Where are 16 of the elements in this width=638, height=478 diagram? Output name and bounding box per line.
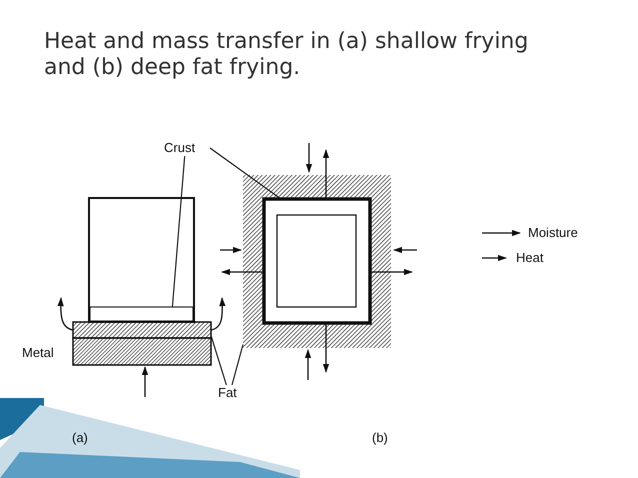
- crust-ring: [262, 197, 372, 325]
- legend-label: Moisture: [528, 225, 578, 240]
- leader-line: [172, 156, 186, 308]
- part-label: Metal: [22, 345, 54, 360]
- part-label: Fat: [218, 385, 237, 400]
- leader-line: [210, 335, 227, 386]
- legend-label: Heat: [516, 250, 544, 265]
- leader-line: [210, 148, 282, 200]
- leader-line: [231, 344, 244, 386]
- crust-layer: [90, 306, 194, 322]
- part-label: Crust: [164, 140, 196, 155]
- slide-title: Heat and mass transfer in (a) shallow frying and (b) deep fat frying.: [44, 29, 530, 81]
- panel-label: (b): [372, 430, 388, 445]
- fat-layer: [72, 321, 212, 339]
- fat-bath: [243, 175, 391, 348]
- panel-label: (a): [72, 430, 88, 445]
